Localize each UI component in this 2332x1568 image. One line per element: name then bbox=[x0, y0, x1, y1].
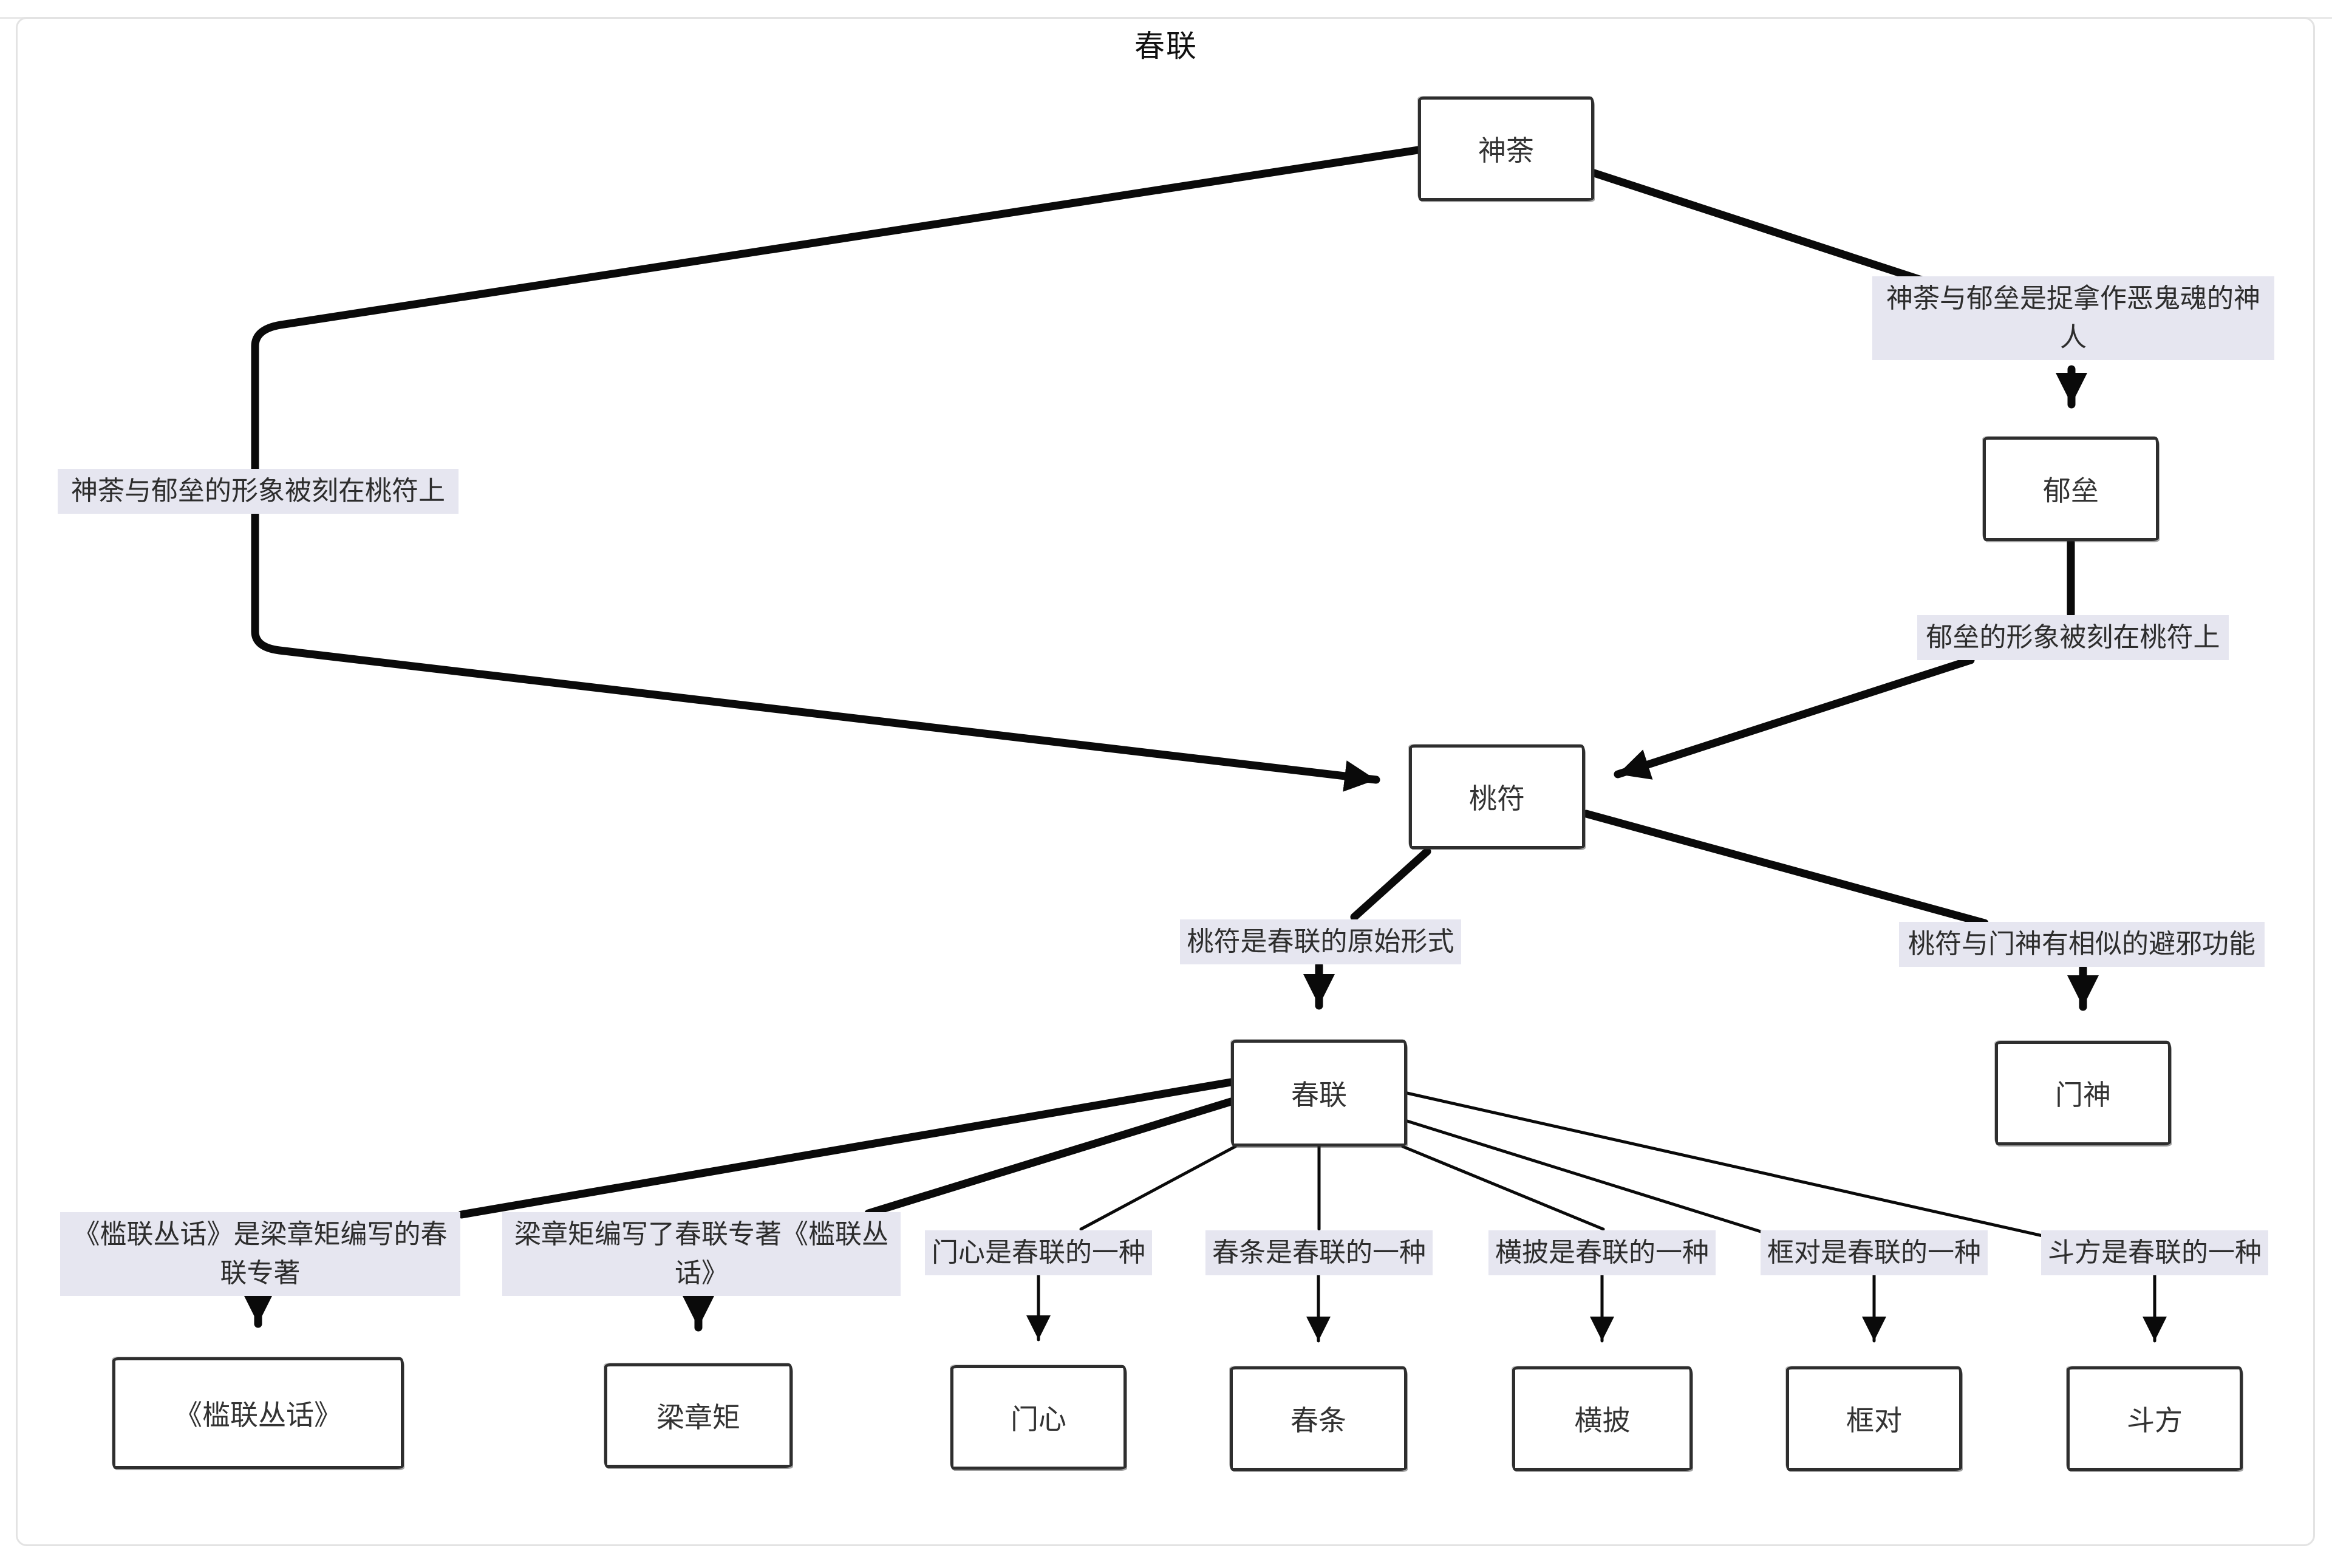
edge-chunlian-menxinlabel bbox=[1079, 1145, 1237, 1231]
edge-taofu-label4 bbox=[1582, 810, 1989, 927]
edge-chunlian-hengpilabel bbox=[1401, 1145, 1605, 1231]
node-liangzhangju[interactable]: 梁章矩 bbox=[604, 1363, 793, 1468]
edge-chunlian-doufanglabel bbox=[1405, 1091, 2047, 1238]
node-shentu[interactable]: 神荼 bbox=[1418, 97, 1594, 201]
edge-label2-taofu bbox=[1614, 656, 1975, 780]
edge-label-kuangdui-kind: 框对是春联的一种 bbox=[1761, 1230, 1988, 1275]
node-chunlian[interactable]: 春联 bbox=[1231, 1040, 1407, 1147]
edge-taofu-label3 bbox=[1350, 847, 1431, 921]
canvas-frame bbox=[16, 17, 2315, 1546]
node-lanlian-book[interactable]: 《槛联丛话》 bbox=[112, 1357, 404, 1469]
edge-chunlian-authorlabel bbox=[864, 1097, 1235, 1218]
edge-label-author-book: 梁章矩编写了春联专著《槛联丛 话》 bbox=[502, 1212, 901, 1296]
edge-label-taofu-chunlian: 桃符是春联的原始形式 bbox=[1180, 919, 1461, 964]
edge-shentu-taofu bbox=[251, 146, 1422, 792]
node-taofu[interactable]: 桃符 bbox=[1409, 745, 1585, 849]
edge-label-book-author: 《槛联丛话》是梁章矩编写的春 联专著 bbox=[60, 1212, 460, 1296]
node-yulei[interactable]: 郁垒 bbox=[1983, 437, 2159, 541]
node-hengpi[interactable]: 横披 bbox=[1512, 1366, 1693, 1471]
node-kuangdui[interactable]: 框对 bbox=[1786, 1366, 1962, 1471]
edge-label-shentu-yulei: 神荼与郁垒是捉拿作恶鬼魂的神 人 bbox=[1872, 276, 2274, 360]
edge-chunlian-kuangduilabel bbox=[1405, 1119, 1778, 1238]
edge-label-menxin-kind: 门心是春联的一种 bbox=[925, 1230, 1152, 1275]
diagram-title: 春联 bbox=[1134, 29, 1198, 63]
edge-label-shentu-taofu: 神荼与郁垒的形象被刻在桃符上 bbox=[58, 469, 459, 514]
edge-label-yulei-taofu: 郁垒的形象被刻在桃符上 bbox=[1917, 615, 2229, 660]
edge-label-chuntiao-kind: 春条是春联的一种 bbox=[1205, 1230, 1433, 1275]
node-chuntiao[interactable]: 春条 bbox=[1230, 1366, 1407, 1471]
node-doufang[interactable]: 斗方 bbox=[2067, 1366, 2243, 1471]
edge-label-hengpi-kind: 横披是春联的一种 bbox=[1488, 1230, 1716, 1275]
edge-label-taofu-menshen: 桃符与门神有相似的避邪功能 bbox=[1899, 922, 2265, 967]
node-menshen[interactable]: 门神 bbox=[1995, 1041, 2171, 1145]
edge-shentu-label1 bbox=[1590, 169, 1929, 285]
node-menxin[interactable]: 门心 bbox=[950, 1365, 1127, 1470]
edge-label-doufang-kind: 斗方是春联的一种 bbox=[2041, 1230, 2268, 1275]
edge-chunlian-booklabel bbox=[457, 1078, 1235, 1219]
